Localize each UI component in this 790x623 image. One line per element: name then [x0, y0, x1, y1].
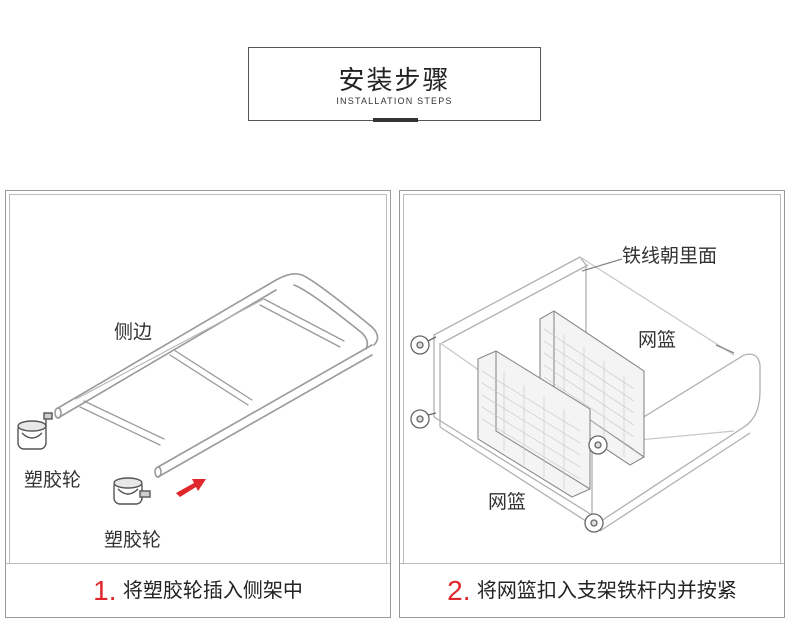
step-2-illustration [410, 256, 761, 533]
basket-back-icon [539, 310, 645, 466]
label-side: 侧边 [114, 321, 153, 343]
label-basket-a: 网篮 [638, 329, 677, 351]
step-2-divider [400, 563, 784, 564]
caster-2-icon [410, 409, 437, 429]
step-1-caption: 1. 将塑胶轮插入侧架中 [6, 574, 390, 607]
section-title: 安装步骤 [338, 66, 451, 96]
wheel-a-icon [17, 412, 53, 450]
step-1-divider [6, 563, 390, 564]
header-underline [373, 118, 418, 122]
caster-1-icon [410, 335, 437, 355]
label-basket-b: 网篮 [488, 491, 527, 513]
step-2-text: 将网篮扣入支架铁杆内并按紧 [476, 578, 737, 602]
step-1-text: 将塑胶轮插入侧架中 [122, 578, 303, 602]
label-wheel-b: 塑胶轮 [104, 529, 162, 551]
section-header: 安装步骤 INSTALLATION STEPS [248, 47, 541, 122]
label-wire: 铁线朝里面 [622, 245, 718, 267]
step-2-panel: 铁线朝里面 网篮 网篮 2. 将网篮扣入支架铁杆内并按紧 [399, 190, 785, 618]
label-wheel-a: 塑胶轮 [24, 469, 82, 491]
step-2-number: 2. [447, 575, 471, 606]
caster-4-icon [584, 513, 604, 533]
step-1-illustration-frame: 侧边 塑胶轮 塑胶轮 [9, 194, 387, 564]
step-2-caption: 2. 将网篮扣入支架铁杆内并按紧 [400, 574, 784, 607]
basket-front-icon [477, 350, 591, 498]
caster-3-icon [588, 435, 608, 455]
step-2-illustration-frame: 铁线朝里面 网篮 网篮 [403, 194, 781, 564]
step-1-panel: 侧边 塑胶轮 塑胶轮 1. 将塑胶轮插入侧架中 [5, 190, 391, 618]
section-subtitle: INSTALLATION STEPS [336, 96, 453, 106]
step-1-number: 1. [93, 575, 117, 606]
step-1-illustration [17, 273, 379, 505]
insert-arrow-icon [176, 479, 206, 497]
wheel-b-icon [113, 477, 151, 505]
